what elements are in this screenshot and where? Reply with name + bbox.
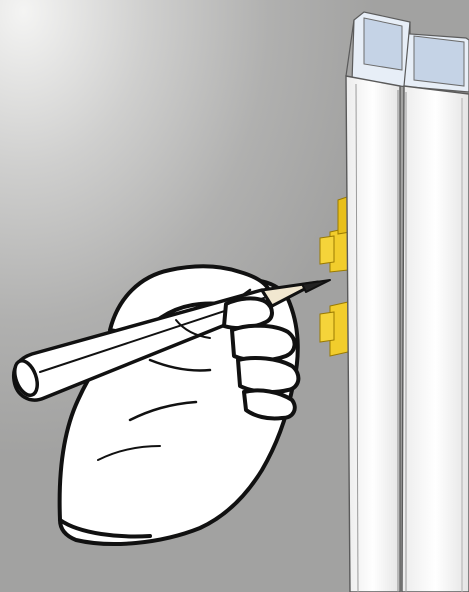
profile-right-channel <box>402 86 469 592</box>
profile-left-channel <box>346 76 400 592</box>
hand-index-finger <box>224 298 272 328</box>
vertical-profile <box>346 12 469 592</box>
hand-middle-finger <box>232 326 295 361</box>
hand-ring-finger <box>238 358 298 392</box>
